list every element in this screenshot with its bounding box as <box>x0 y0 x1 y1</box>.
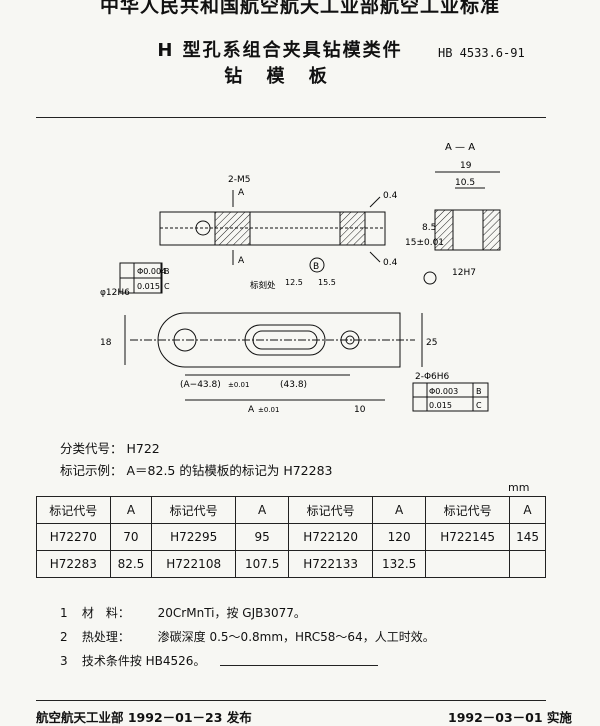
effective-date: 1992－03－01 实施 <box>448 710 572 725</box>
fcf-left-r1-ref: B <box>164 267 170 276</box>
dim-18: 18 <box>100 338 112 348</box>
code-table: 标记代号 A 标记代号 A 标记代号 A 标记代号 A H72270 70 H7… <box>36 496 546 578</box>
note-number: 3 <box>60 654 68 668</box>
table-cell: 107.5 <box>235 550 290 578</box>
table-cell: 145 <box>509 523 546 551</box>
dim-8-5: 8.5 <box>422 223 436 233</box>
table-cell: H722145 <box>425 523 511 551</box>
fcf-right-r2-val: 0.015 <box>429 401 452 410</box>
table-cell: 132.5 <box>372 550 427 578</box>
table-cell: H72283 <box>36 550 111 578</box>
table-cell: 82.5 <box>109 550 153 578</box>
note-label: 材 料： <box>81 606 130 620</box>
note-label: 热处理： <box>81 630 130 644</box>
classification-label: 分类代号： <box>60 441 123 456</box>
note-text: 技术条件按 HB4526。 <box>81 654 206 668</box>
example-row: 标记示例： A＝82.5 的钻模板的标记为 H72283 <box>60 460 333 479</box>
dim-19: 19 <box>460 161 472 171</box>
classification-row: 分类代号： H722 <box>60 438 160 457</box>
roughness-top: 0.4 <box>383 191 398 201</box>
cut-a-bottom: A <box>238 256 245 266</box>
table-header: A <box>109 496 153 524</box>
document-subtitle: 钻 模 板 <box>224 66 336 87</box>
note-text: 20CrMnTi，按 GJB3077。 <box>157 606 306 620</box>
fcf-right-r2-ref: C <box>476 401 482 410</box>
table-header: A <box>235 496 290 524</box>
dim-25: 25 <box>426 338 437 348</box>
fcf-right-r1-ref: B <box>476 387 482 396</box>
notes-list: 1 材 料： 20CrMnTi，按 GJB3077。 2 热处理： 渗碳深度 0… <box>60 601 435 673</box>
table-header: 标记代号 <box>151 496 237 524</box>
table-header-row: 标记代号 A 标记代号 A 标记代号 A 标记代号 A <box>36 496 546 524</box>
dim-2-m5: 2-M5 <box>228 175 250 185</box>
table-header: 标记代号 <box>288 496 374 524</box>
table-cell: 70 <box>109 523 153 551</box>
table-cell: 120 <box>372 523 427 551</box>
dim-15-5: 15.5 <box>318 278 336 287</box>
roughness-bottom: 0.4 <box>383 258 398 268</box>
fcf-left-r2-val: 0.015 <box>137 282 160 291</box>
cut-a-top: A <box>238 188 245 198</box>
classification-code: H722 <box>126 441 160 456</box>
table-header: 标记代号 <box>36 496 111 524</box>
note-item: 1 材 料： 20CrMnTi，按 GJB3077。 <box>60 601 435 625</box>
table-cell: H72295 <box>151 523 237 551</box>
table-header: 标记代号 <box>425 496 511 524</box>
example-label: 标记示例： <box>60 463 123 478</box>
marking-label: 标刻处 <box>250 280 276 291</box>
standard-organization: 中华人民共和国航空航天工业部航空工业标准 <box>99 0 500 17</box>
dim-10-5: 10.5 <box>455 178 475 188</box>
note-item: 2 热处理： 渗碳深度 0.5～0.8mm，HRC58～64，人工时效。 <box>60 625 435 649</box>
holes-label: 2-Φ6H6 <box>415 372 450 382</box>
top-divider <box>36 117 546 118</box>
footer-divider <box>36 700 546 701</box>
plate-outline <box>157 312 401 368</box>
dim-a-tol: ±0.01 <box>258 406 279 414</box>
note-text: 渗碳深度 0.5～0.8mm，HRC58～64，人工时效。 <box>157 630 435 644</box>
example-text: A＝82.5 的钻模板的标记为 H72283 <box>126 463 333 478</box>
note-number: 2 <box>60 630 68 644</box>
table-header: A <box>509 496 546 524</box>
fcf-left-r1-val: Φ0.004 <box>137 267 166 276</box>
dim-10: 10 <box>354 405 366 415</box>
table-cell <box>509 550 546 578</box>
standard-number: HB 4533.6-91 <box>438 46 525 60</box>
datum-b-icon <box>309 257 325 273</box>
technical-drawing: A — A 19 10.5 8.5 15±0.01 2-M5 A A 0.4 0… <box>100 142 501 415</box>
note-number: 1 <box>60 606 68 620</box>
table-row: H72270 70 H72295 95 H722120 120 H722145 … <box>36 523 546 551</box>
fcf-left-r2-ref: C <box>164 282 170 291</box>
section-label: A — A <box>445 142 475 153</box>
unit-label: mm <box>508 481 530 494</box>
fcf-right-r1-val: Φ0.003 <box>429 387 458 396</box>
table-cell: H722120 <box>288 523 374 551</box>
dim-43-8: (43.8) <box>280 380 307 390</box>
dim-15: 15±0.01 <box>405 238 444 248</box>
dim-a: A <box>248 405 255 415</box>
table-row: H72283 82.5 H722108 107.5 H722133 132.5 <box>36 550 546 578</box>
dim-12h7: 12H7 <box>452 268 476 278</box>
dim-phi12h6: φ12H6 <box>100 288 130 298</box>
end-divider <box>220 665 378 666</box>
document-title: H 型孔系组合夹具钻模类件 <box>157 40 403 61</box>
dim-12-5: 12.5 <box>285 278 303 287</box>
note-item: 3 技术条件按 HB4526。 <box>60 649 435 673</box>
table-cell <box>425 550 511 578</box>
dim-a-minus-43-8-tol: ±0.01 <box>228 381 249 389</box>
threaded-hole-icon <box>195 220 211 236</box>
table-header: A <box>372 496 427 524</box>
datum-b-label: B <box>313 262 319 272</box>
issue-date: 航空航天工业部 1992－01－23 发布 <box>36 710 252 725</box>
datum-c-icon <box>423 271 437 285</box>
table-cell: H722133 <box>288 550 374 578</box>
table-cell: 95 <box>235 523 290 551</box>
dim-a-minus-43-8: (A−43.8) <box>180 380 221 390</box>
table-cell: H722108 <box>151 550 237 578</box>
table-cell: H72270 <box>36 523 111 551</box>
